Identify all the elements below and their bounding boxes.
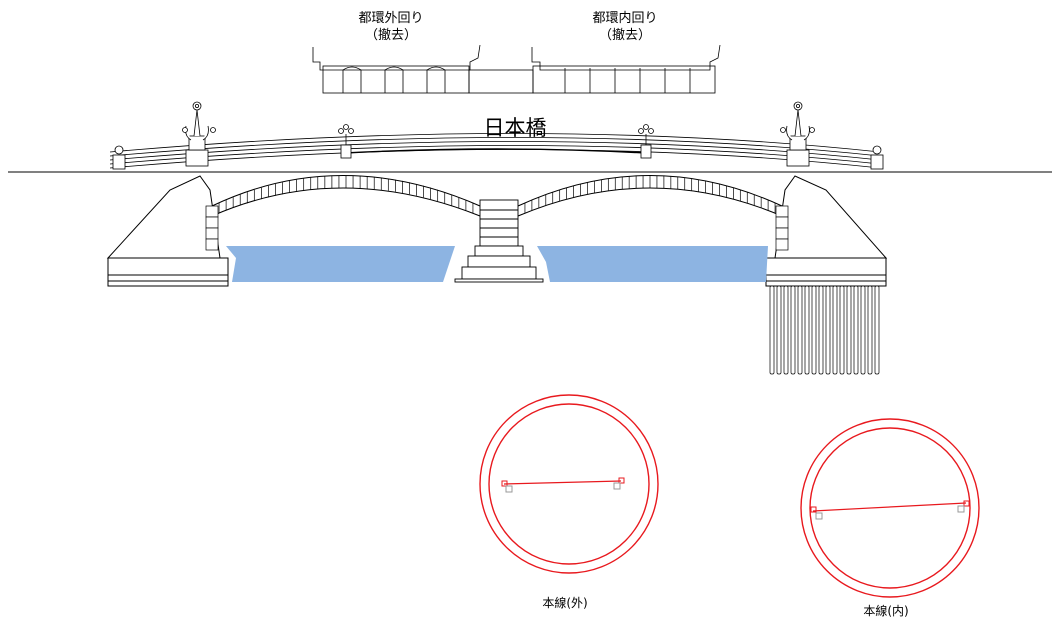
bridge-railing [109, 133, 881, 169]
arch-voussoirs [218, 175, 776, 214]
pile [769, 285, 775, 375]
pile [853, 285, 859, 375]
tunnel-inner-label: 本線(内) [863, 604, 909, 618]
pile [832, 285, 838, 375]
tunnel-inner [800, 418, 980, 598]
pile [783, 285, 789, 375]
expressway-inner-note: （撤去） [598, 28, 651, 43]
foundation-piles [769, 285, 880, 375]
tunnel-outer-label: 本線(外) [542, 596, 588, 610]
water-right [537, 246, 768, 282]
bridge-name-label: 日本橋 [483, 116, 547, 140]
pile [797, 285, 803, 375]
water-left [226, 246, 455, 282]
pile [825, 285, 831, 375]
pile [846, 285, 852, 375]
pile [790, 285, 796, 375]
expressway-outer-note: （撤去） [364, 28, 417, 43]
pile [867, 285, 873, 375]
pile [874, 285, 880, 375]
right-abutment [765, 175, 888, 287]
pile [804, 285, 810, 375]
arch-springing-stones [205, 205, 789, 251]
pile [811, 285, 817, 375]
tunnel-outer [479, 394, 659, 574]
pile [818, 285, 824, 375]
expressway-outer-title: 都環外回り [358, 11, 424, 26]
lamp-post-icon [112, 101, 884, 170]
central-pier [454, 199, 544, 283]
expressway-outer-label: 都環外回り （撤去） [336, 10, 446, 44]
pile [839, 285, 845, 375]
pile [860, 285, 866, 375]
pile [776, 285, 782, 375]
expressway-inner-title: 都環内回り [592, 11, 658, 26]
expressway-inner-label: 都環内回り （撤去） [570, 10, 680, 44]
left-abutment [106, 175, 229, 287]
expressway-deck [312, 44, 721, 94]
